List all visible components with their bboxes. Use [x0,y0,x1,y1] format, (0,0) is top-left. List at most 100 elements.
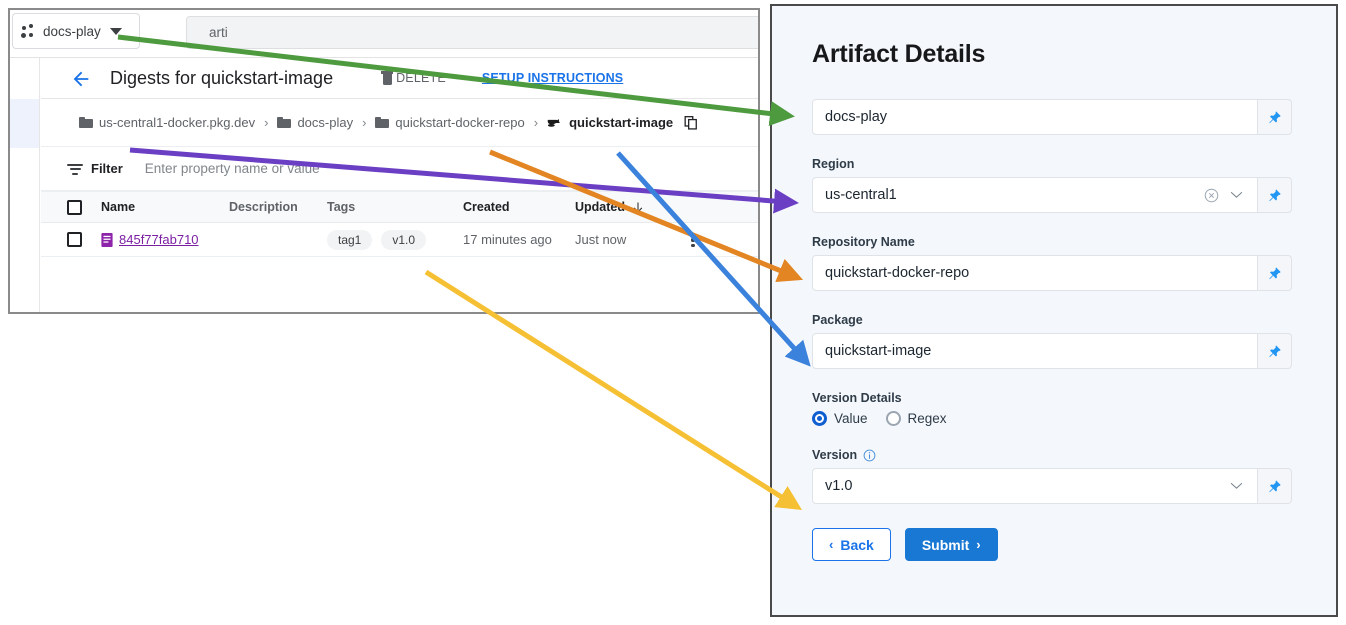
pin-icon [1269,266,1281,279]
version-field[interactable]: v1.0 [812,468,1258,504]
pin-icon [1269,110,1281,123]
version-pin-button[interactable] [1258,468,1292,504]
breadcrumb-separator: › [362,115,367,130]
docker-whale-icon [547,118,560,127]
version-details-label: Version Details [812,391,902,405]
filter-input[interactable]: Enter property name or value [144,161,320,176]
dots-grid-icon [21,23,36,39]
package-pin-button[interactable] [1258,333,1292,369]
package-field-value: quickstart-image [825,343,932,359]
repository-field-group: Repository Name quickstart-docker-repo [812,235,1292,291]
version-details-group: Version Details Value Regex [812,391,1292,426]
search-input-value: arti [209,25,228,40]
repository-label: Repository Name [812,235,915,249]
radio-regex-label: Regex [907,411,947,426]
chevron-down-icon[interactable] [1230,191,1243,199]
version-field-group: Version v1.0 [812,448,1292,504]
setup-instructions-link[interactable]: SETUP INSTRUCTIONS [481,71,624,85]
clear-circle-icon[interactable] [1204,188,1219,203]
column-header-created[interactable]: Created [463,200,510,214]
package-label: Package [812,313,863,327]
breadcrumb-label: quickstart-image [569,115,674,130]
submit-button[interactable]: Submit › [904,528,998,561]
tag-chip[interactable]: tag1 [327,229,373,250]
project-field[interactable]: docs-play [812,99,1258,135]
pin-icon [1269,344,1281,357]
chevron-down-icon[interactable] [1230,482,1243,490]
chevron-left-icon: ‹ [829,537,834,552]
project-name-label: docs-play [43,23,101,39]
global-search-input[interactable]: arti [186,16,758,49]
folder-icon [277,117,292,128]
digests-table: Name Description Tags Created Updated [41,191,758,257]
radio-value[interactable]: Value [812,411,868,426]
radio-regex[interactable]: Regex [885,411,947,426]
package-field-group: Package quickstart-image [812,313,1292,369]
breadcrumb-package[interactable]: quickstart-image [547,115,673,130]
document-icon [101,232,113,247]
digest-link[interactable]: 845f77fab710 [101,232,229,247]
breadcrumb-repository[interactable]: quickstart-docker-repo [375,115,525,130]
version-field-value: v1.0 [825,478,853,494]
page-header-bar: Digests for quickstart-image DELETE SETU… [41,58,758,99]
select-all-checkbox[interactable] [67,199,82,215]
column-header-tags[interactable]: Tags [327,200,356,214]
package-field[interactable]: quickstart-image [812,333,1258,369]
panel-title: Artifact Details [812,40,986,68]
form-actions: ‹ Back Submit › [812,528,1292,561]
delete-button-label: DELETE [396,71,446,85]
table-row[interactable]: 845f77fab710 tag1 v1.0 17 minutes ago Ju… [41,223,758,257]
gcp-top-bar: docs-play arti [10,10,758,58]
folder-icon [375,117,390,128]
row-checkbox[interactable] [67,232,82,247]
back-button[interactable]: ‹ Back [812,528,891,561]
tag-chip[interactable]: v1.0 [381,229,427,250]
breadcrumb-label: us-central1-docker.pkg.dev [99,115,256,130]
filter-icon[interactable] [67,163,83,175]
pin-icon [1269,479,1281,492]
column-header-name[interactable]: Name [101,200,136,214]
breadcrumb-registry-host[interactable]: us-central1-docker.pkg.dev [79,115,255,130]
left-nav-rail[interactable] [10,58,40,312]
column-header-updated-label: Updated [575,200,625,214]
region-field-group: Region us-central1 [812,157,1292,213]
region-pin-button[interactable] [1258,177,1292,213]
radio-value-label: Value [834,411,868,426]
back-arrow-icon[interactable] [70,68,92,90]
radio-regex-indicator [885,411,901,426]
project-pin-button[interactable] [1258,99,1292,135]
pin-icon [1269,188,1281,201]
browser-window: docs-play arti Digests for quickstart-im… [8,8,760,314]
breadcrumb: us-central1-docker.pkg.dev › docs-play ›… [41,99,758,147]
version-label: Version [812,448,858,462]
info-icon[interactable] [863,449,876,462]
row-tags-cell: tag1 v1.0 [327,229,463,250]
repository-pin-button[interactable] [1258,255,1292,291]
breadcrumb-label: quickstart-docker-repo [395,115,525,130]
filter-label: Filter [91,161,123,176]
kebab-menu-icon[interactable] [691,232,695,248]
column-header-description[interactable]: Description [229,200,298,214]
digest-name: 845f77fab710 [119,232,199,247]
column-header-updated[interactable]: Updated [575,200,665,214]
arrow-down-icon [633,202,643,212]
artifact-details-panel: Artifact Details docs-play Region us-cen… [770,4,1338,617]
repository-field-value: quickstart-docker-repo [825,265,970,281]
chevron-right-icon: › [976,537,981,552]
copy-icon[interactable] [684,115,698,130]
table-header-row: Name Description Tags Created Updated [41,191,758,223]
breadcrumb-separator: › [264,115,269,130]
repository-field[interactable]: quickstart-docker-repo [812,255,1258,291]
chevron-down-icon [109,27,122,35]
rail-active-indicator [10,99,39,148]
back-button-label: Back [840,536,874,553]
breadcrumb-project[interactable]: docs-play [277,115,353,130]
project-picker-button[interactable]: docs-play [12,13,140,49]
version-label-row: Version [812,448,1292,462]
row-created-cell: 17 minutes ago [463,232,552,247]
delete-button[interactable]: DELETE [381,71,446,85]
region-field[interactable]: us-central1 [812,177,1258,213]
project-field-value: docs-play [825,109,888,125]
breadcrumb-separator: › [533,115,539,130]
breadcrumb-label: docs-play [297,115,354,130]
